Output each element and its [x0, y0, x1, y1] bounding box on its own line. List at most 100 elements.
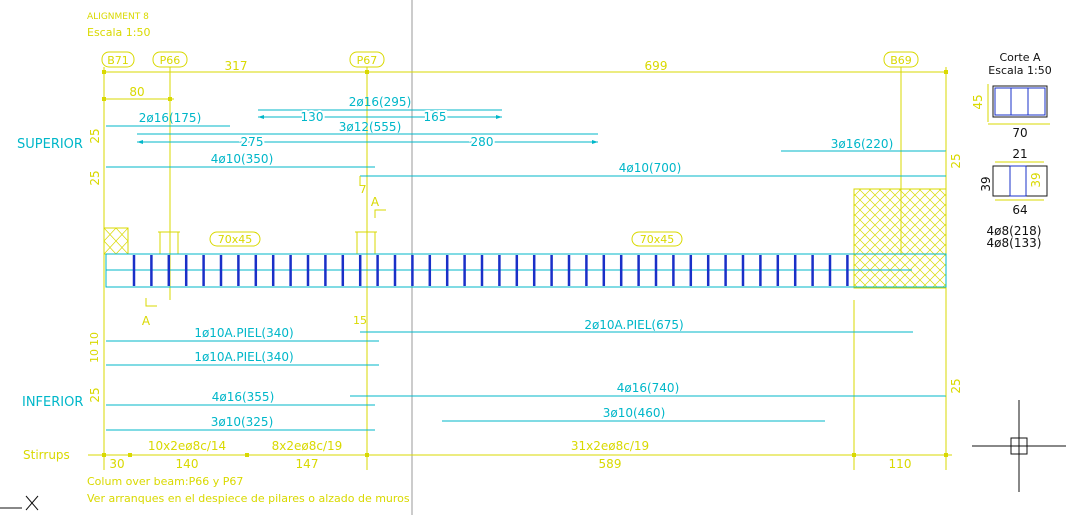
section-b-bars-2: 4ø8(133) — [987, 236, 1042, 250]
superior-bar-2o16-295: 2ø16(295) — [258, 95, 502, 111]
svg-text:1ø10A.PIEL(340): 1ø10A.PIEL(340) — [194, 326, 293, 340]
dim-80: 80 — [102, 85, 174, 101]
stirrup-group-3: 31x2eø8c/19 — [571, 439, 649, 453]
svg-text:P66: P66 — [160, 54, 181, 67]
inferior-bar-3o10-325: 3ø10(325) — [106, 415, 375, 431]
dim-span2: 699 — [645, 59, 668, 73]
column-label-p67: P67 — [349, 51, 385, 68]
beam-stirrups — [132, 255, 849, 286]
svg-text:165: 165 — [424, 110, 447, 124]
svg-text:A: A — [142, 314, 151, 328]
inferior-bar-3o10-460: 3ø10(460) — [442, 406, 825, 422]
section-a-detail: Corte A Escala 1:50 45 70 — [971, 51, 1052, 140]
right-column-hatch — [853, 188, 947, 289]
svg-text:1ø10A.PIEL(340): 1ø10A.PIEL(340) — [194, 350, 293, 364]
inferior-bar-4o16-740: 4ø16(740) — [350, 381, 946, 397]
svg-text:25: 25 — [88, 170, 102, 185]
section-b-detail: 21 39 39 64 4ø8(218) 4ø8(133) — [979, 147, 1048, 250]
svg-text:10: 10 — [88, 332, 101, 346]
superior-bar-2o16-175: 2ø16(175) — [106, 111, 230, 127]
svg-text:B71: B71 — [107, 54, 129, 67]
superior-bar-4o10-350: 4ø10(350) — [106, 152, 375, 168]
column-label-b71: B71 — [101, 51, 135, 68]
svg-text:275: 275 — [241, 135, 264, 149]
inferior-piel-1o10-340a: 1ø10A.PIEL(340) — [106, 326, 379, 342]
inferior-cover-left: 25 — [88, 384, 105, 405]
section-a-width: 70 — [1012, 126, 1027, 140]
svg-text:70x45: 70x45 — [640, 233, 675, 246]
stirrup-dim-110: 110 — [889, 457, 912, 471]
inferior-piel-1o10-340b: 1ø10A.PIEL(340) — [106, 350, 379, 366]
svg-text:64: 64 — [1012, 203, 1027, 217]
beam-label-right: 70x45 — [631, 231, 683, 247]
svg-text:15: 15 — [353, 314, 367, 327]
section-a-height: 45 — [971, 94, 985, 109]
svg-text:2ø16(175): 2ø16(175) — [139, 111, 202, 125]
stirrups-dimension-line: 10x2eø8c/14 8x2eø8c/19 31x2eø8c/19 30 14… — [88, 439, 952, 471]
stirrup-dim-147: 147 — [296, 457, 319, 471]
svg-text:3ø10(325): 3ø10(325) — [211, 415, 274, 429]
drawing-title: ALIGNMENT 8 — [87, 12, 149, 22]
svg-text:3ø10(460): 3ø10(460) — [603, 406, 666, 420]
superior-cover-left: 25 — [88, 126, 105, 150]
beam-body — [105, 253, 947, 288]
inferior-bar-4o16-355: 4ø16(355) — [106, 390, 375, 406]
svg-text:25: 25 — [88, 128, 102, 143]
superior-small-dim: 7 — [359, 176, 367, 196]
column-label-p66: P66 — [152, 51, 188, 68]
superior-label: SUPERIOR — [17, 137, 83, 152]
dim-span1: 317 — [225, 59, 248, 73]
superior-bar-4o10-700: 4ø10(700) — [360, 161, 946, 177]
svg-text:3ø12(555): 3ø12(555) — [339, 120, 402, 134]
superior-cover-left2: 25 — [88, 167, 105, 190]
svg-text:25: 25 — [949, 153, 963, 168]
svg-text:4ø10(700): 4ø10(700) — [619, 161, 682, 175]
svg-text:2ø16(295): 2ø16(295) — [349, 95, 412, 109]
svg-text:25: 25 — [88, 387, 102, 402]
svg-text:21: 21 — [1012, 147, 1027, 161]
svg-text:39: 39 — [979, 176, 993, 191]
stirrups-label: Stirrups — [23, 448, 70, 462]
svg-text:A: A — [371, 195, 380, 209]
svg-text:4ø16(740): 4ø16(740) — [617, 381, 680, 395]
svg-text:280: 280 — [471, 135, 494, 149]
svg-text:10: 10 — [88, 349, 101, 363]
superior-dim-130-165: 130 165 — [258, 108, 502, 126]
svg-text:130: 130 — [301, 110, 324, 124]
inferior-piel-cover: 10 10 — [88, 332, 105, 365]
inferior-piel-dim-15: 15 — [353, 314, 367, 327]
stirrup-dim-140: 140 — [176, 457, 199, 471]
svg-text:39: 39 — [1029, 172, 1043, 187]
stirrup-dim-30: 30 — [109, 457, 124, 471]
inferior-piel-2o10-675: 2ø10A.PIEL(675) — [360, 318, 913, 333]
note-arranques: Ver arranques en el despiece de pilares … — [87, 492, 410, 505]
svg-text:P67: P67 — [357, 54, 378, 67]
section-marker-a-bottom: A — [142, 298, 157, 328]
section-marker-a-top: A — [371, 195, 386, 218]
svg-text:4ø10(350): 4ø10(350) — [211, 152, 274, 166]
superior-bar-3o16-220: 3ø16(220) — [781, 137, 946, 152]
ucs-icon — [0, 495, 39, 511]
svg-text:B69: B69 — [890, 54, 912, 67]
svg-text:3ø16(220): 3ø16(220) — [831, 137, 894, 151]
svg-text:4ø16(355): 4ø16(355) — [212, 390, 275, 404]
svg-text:80: 80 — [129, 85, 144, 99]
inferior-cover-right: 25 — [945, 376, 963, 396]
svg-text:2ø10A.PIEL(675): 2ø10A.PIEL(675) — [584, 318, 683, 332]
beam-label-left: 70x45 — [209, 231, 261, 247]
top-dimension-line: 317 699 — [102, 59, 948, 74]
section-a-scale: Escala 1:50 — [988, 64, 1051, 77]
svg-text:25: 25 — [949, 378, 963, 393]
superior-bar-3o12-555: 3ø12(555) — [137, 120, 598, 135]
section-a-title: Corte A — [999, 51, 1041, 64]
stirrup-group-1: 10x2eø8c/14 — [148, 439, 226, 453]
column-axes — [103, 67, 947, 470]
drawing-scale: Escala 1:50 — [87, 26, 150, 39]
superior-cover-right: 25 — [945, 151, 963, 174]
section-b-bars-1: 4ø8(218) — [987, 224, 1042, 238]
svg-text:70x45: 70x45 — [218, 233, 253, 246]
note-column-over-beam: Colum over beam:P66 y P67 — [87, 475, 243, 488]
crosshair-cursor — [972, 400, 1066, 492]
